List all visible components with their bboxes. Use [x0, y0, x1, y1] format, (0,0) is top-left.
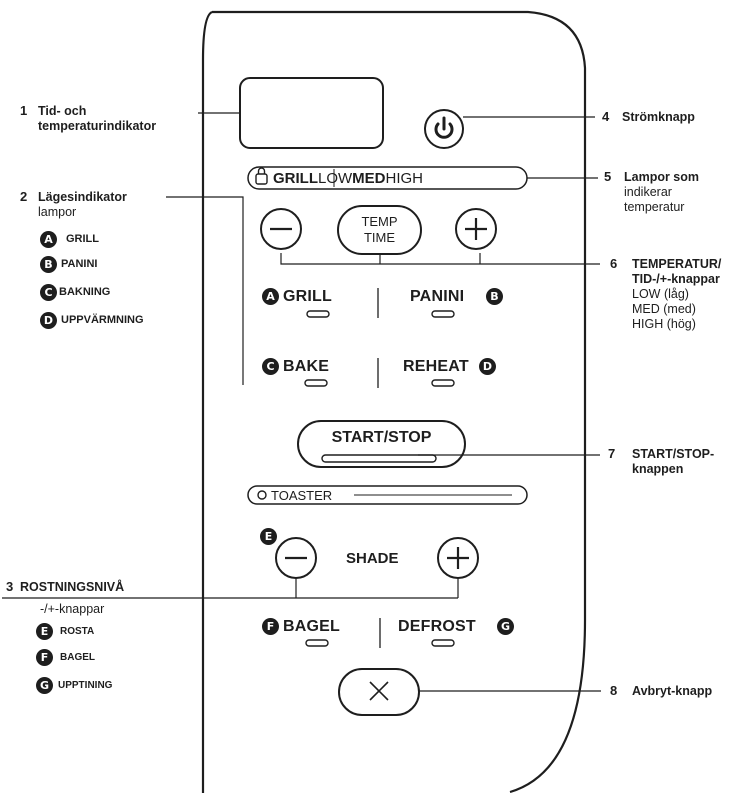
grill-strip-med: MED	[352, 170, 386, 187]
mode-grill-label: GRILL	[283, 288, 332, 305]
callout-2-bracket	[166, 196, 244, 385]
legend-badge-a: A	[40, 231, 57, 248]
callout-6-line5: HIGH (hög)	[632, 317, 696, 331]
legend-text-upptining: UPPTINING	[58, 680, 113, 691]
callout-5-number: 5	[604, 169, 612, 184]
grill-strip-high: HIGH	[385, 170, 424, 187]
mode-bake-label: BAKE	[283, 358, 330, 375]
callout-3-bracket	[2, 578, 459, 599]
callout-2-number: 2	[20, 189, 28, 204]
temp-label: TEMP	[361, 214, 398, 229]
badge-g: G	[497, 618, 514, 635]
callout-2-line1: Lägesindikator	[38, 190, 127, 204]
shade-minus-button	[275, 537, 317, 579]
power-icon	[434, 116, 454, 139]
toaster-dot	[257, 490, 267, 500]
callout-5-line2: indikerar	[624, 185, 672, 199]
legend-text-bagel: BAGEL	[60, 652, 95, 663]
time-label: TIME	[363, 230, 396, 245]
legend-text-grill: GRILL	[66, 233, 99, 245]
legend-badge-e: E	[36, 623, 53, 640]
temp-minus-button	[260, 208, 302, 250]
callout-3-line2: -/+-knappar	[40, 602, 105, 616]
callout-8-text: Avbryt-knapp	[632, 684, 713, 698]
bagel-lamp	[305, 639, 329, 647]
cancel-button	[338, 668, 420, 716]
callout-1-line1: Tid- och	[38, 104, 87, 118]
callout-6-line1: TEMPERATUR/	[632, 257, 722, 271]
badge-b: B	[486, 288, 503, 305]
callout-2-line2: lampor	[38, 205, 77, 219]
callout-6-bracket	[280, 253, 600, 265]
reheat-lamp	[431, 379, 455, 387]
plus-icon	[465, 218, 487, 240]
callout-7-line2: knappen	[632, 462, 684, 476]
callout-8-number: 8	[610, 683, 618, 698]
mode-reheat-label: REHEAT	[403, 358, 469, 375]
callout-7-line1: START/STOP-	[632, 447, 715, 461]
mode-panini-label: PANINI	[410, 288, 465, 305]
defrost-lamp	[431, 639, 455, 647]
legend-badge-g: G	[36, 677, 53, 694]
shade-label: SHADE	[346, 550, 399, 567]
callout-1-number: 1	[20, 103, 28, 118]
callout-4-text: Strömknapp	[622, 110, 695, 124]
toaster-strip-label: TOASTER	[271, 488, 333, 503]
grill-strip-label: GRILLLOWMEDHIGH	[273, 171, 423, 186]
callout-7-number: 7	[608, 446, 616, 461]
callout-5-line1: Lampor som	[624, 170, 700, 184]
legend-text-panini: PANINI	[61, 258, 98, 270]
badge-a: A	[262, 288, 279, 305]
callout-6-number: 6	[610, 256, 618, 271]
callout-4-number: 4	[602, 109, 610, 124]
callout-6-line3: LOW (låg)	[632, 287, 689, 301]
legend-badge-b: B	[40, 256, 57, 273]
grill-strip-grill: GRILL	[273, 170, 318, 187]
callout-3-number: 3	[6, 579, 14, 594]
legend-badge-d: D	[40, 312, 57, 329]
start-stop-button	[297, 420, 466, 468]
callout-5-line3: temperatur	[624, 200, 685, 214]
legend-text-bakning: BAKNING	[59, 286, 111, 298]
callout-6-line2: TID-/+-knappar	[632, 272, 720, 286]
toaster-strip	[247, 485, 528, 505]
callout-7-text: START/STOP-knappen	[632, 447, 714, 477]
callout-6-line4: MED (med)	[632, 302, 696, 316]
badge-d: D	[479, 358, 496, 375]
close-icon	[369, 681, 389, 701]
time-temp-display	[239, 77, 384, 149]
callout-3-line1: ROSTNINGSNIVÅ	[20, 580, 125, 594]
legend-badge-c: C	[40, 284, 57, 301]
badge-f: F	[262, 618, 279, 635]
legend-badge-f: F	[36, 649, 53, 666]
temp-plus-button	[455, 208, 497, 250]
grill-lamp	[306, 310, 330, 318]
panel-outline	[201, 10, 587, 793]
badge-e: E	[260, 528, 277, 545]
panini-lamp	[431, 310, 455, 318]
power-button	[424, 109, 464, 149]
start-stop-label: START/STOP	[331, 429, 432, 446]
badge-c: C	[262, 358, 279, 375]
mode-bagel-label: BAGEL	[283, 618, 340, 635]
legend-text-uppvarmning: UPPVÄRMNING	[61, 314, 144, 326]
mode-defrost-label: DEFROST	[398, 618, 476, 635]
legend-text-rosta: ROSTA	[60, 626, 95, 637]
shade-plus-button	[437, 537, 479, 579]
callout-1-line2: temperaturindikator	[38, 119, 157, 133]
grill-strip-low: LOW	[318, 170, 353, 187]
bake-lamp	[304, 379, 328, 387]
lock-icon	[255, 167, 268, 185]
start-stop-lamp	[321, 454, 437, 463]
